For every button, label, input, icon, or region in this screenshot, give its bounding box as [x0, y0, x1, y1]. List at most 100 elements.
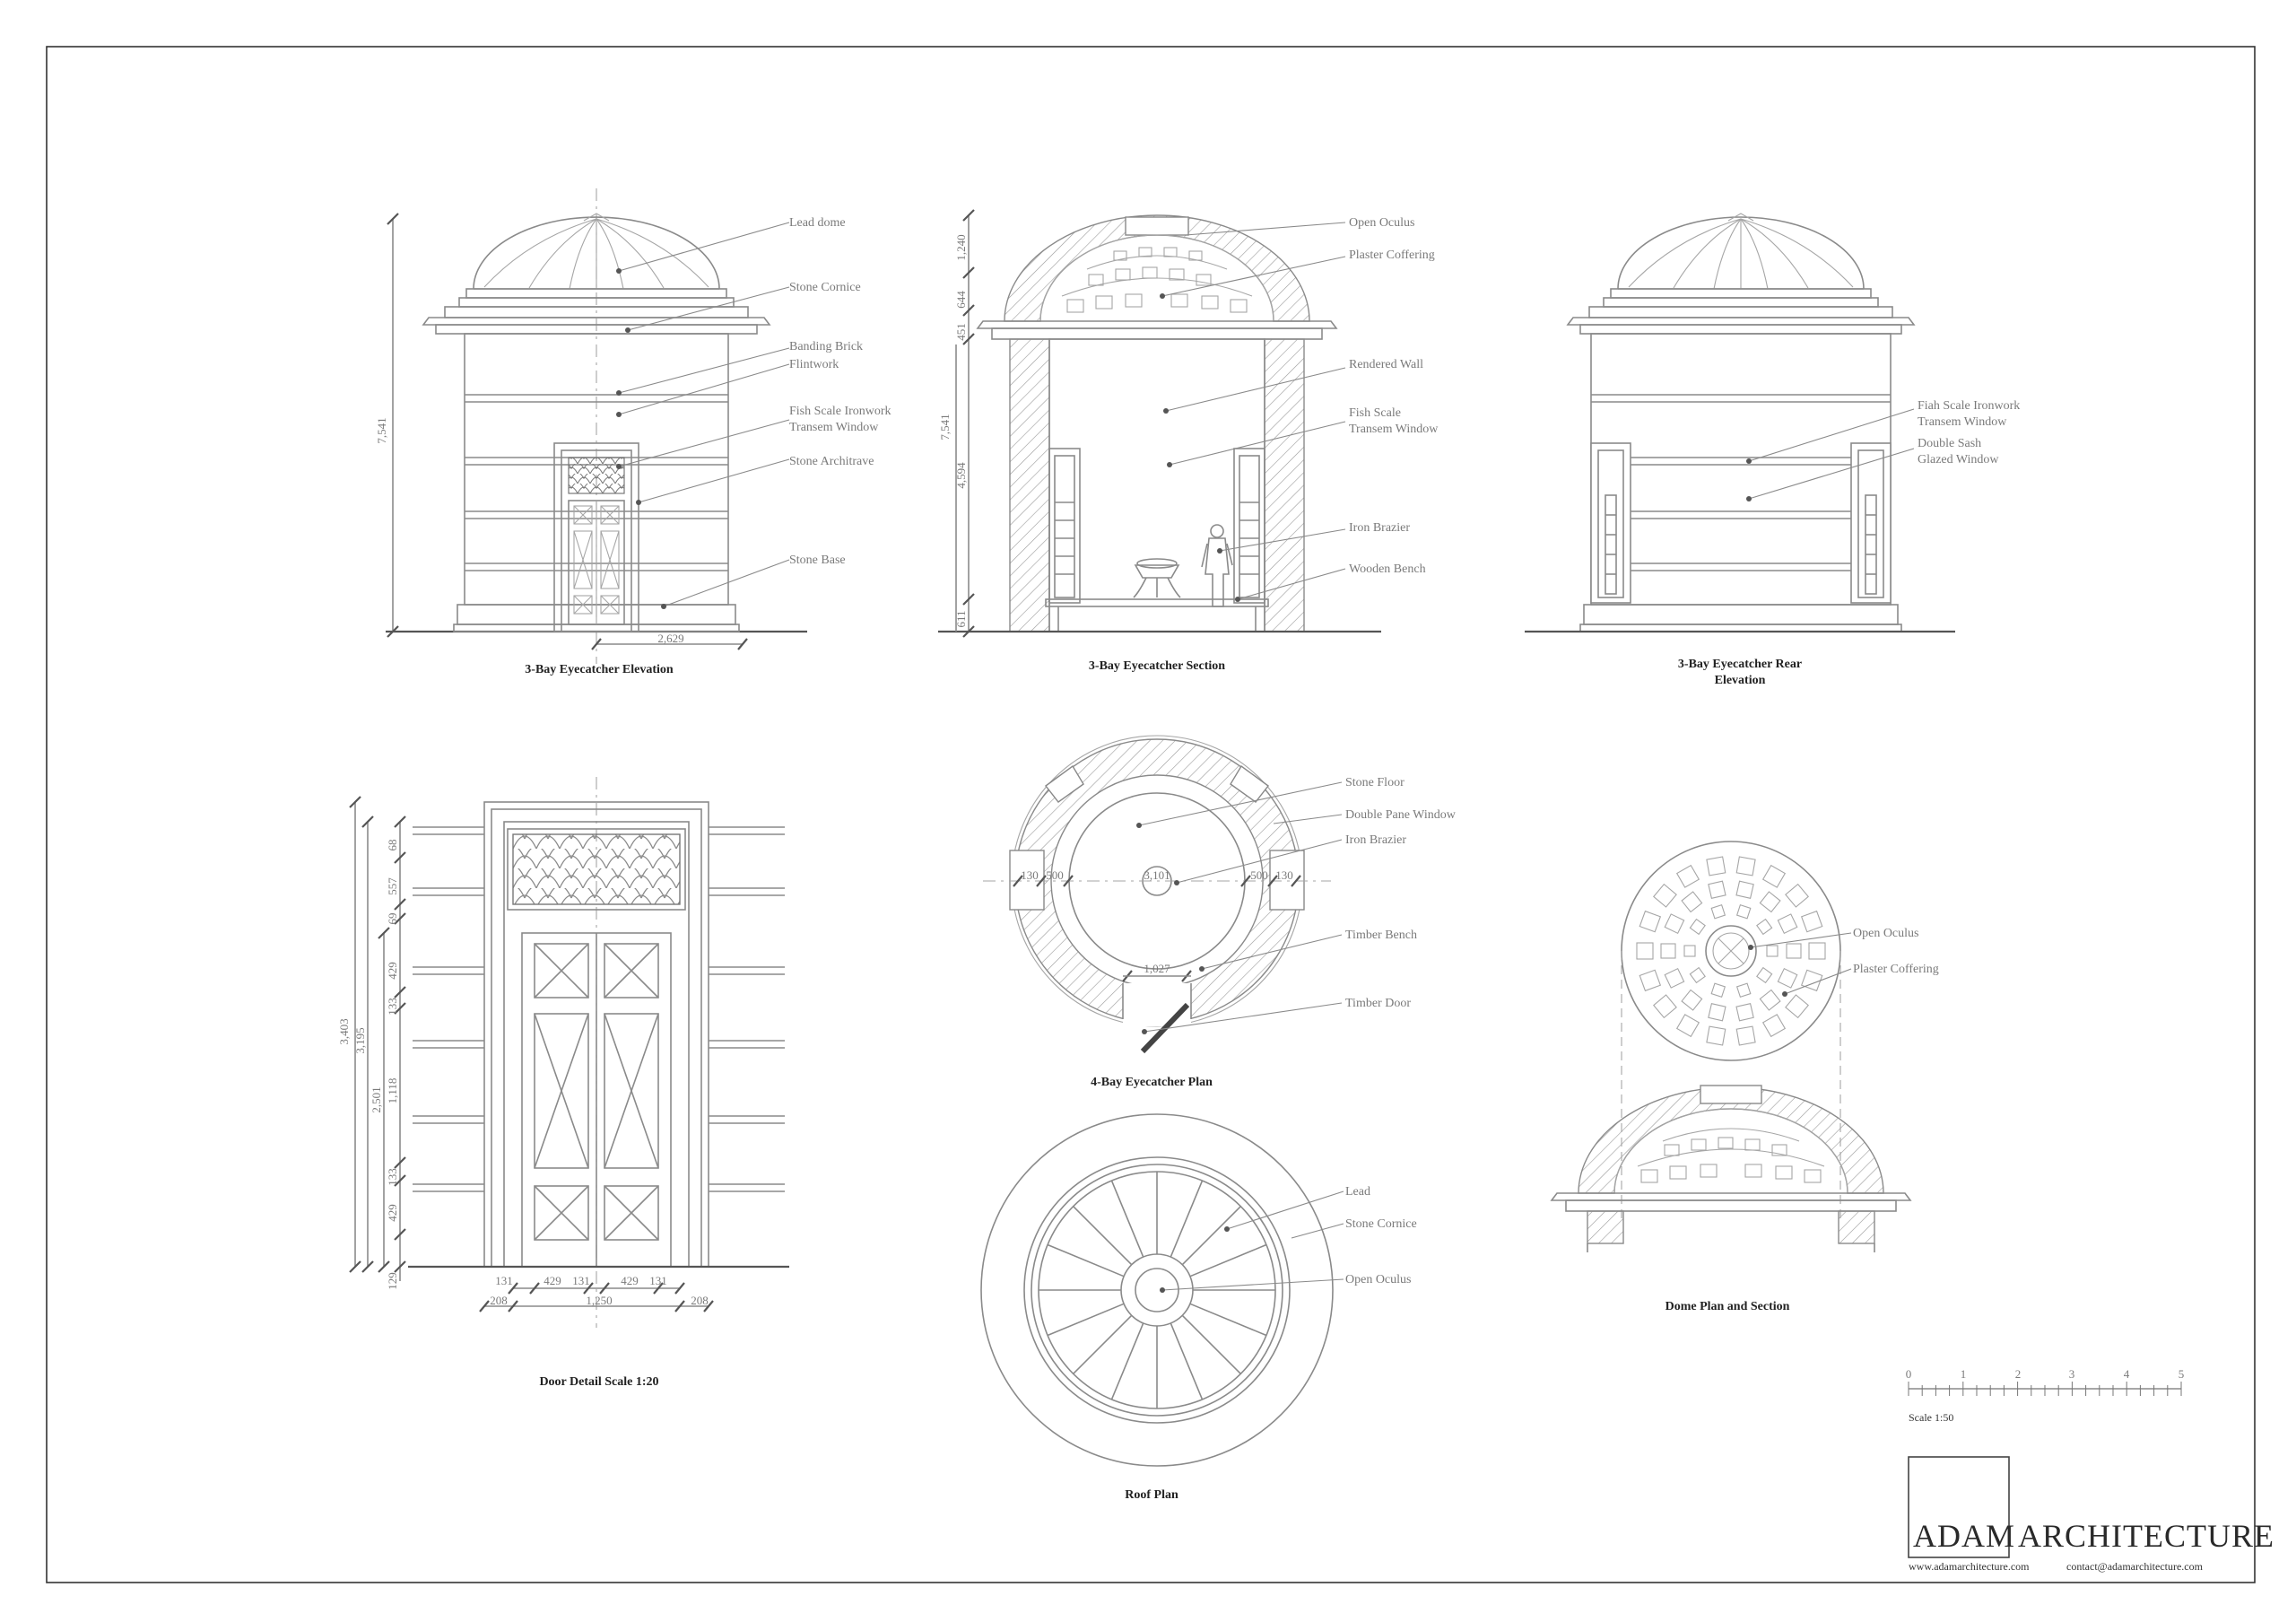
- dome-coffer: [1653, 883, 1677, 908]
- dome-coffer: [1706, 1025, 1726, 1046]
- door-dim-429b: 429: [386, 1204, 399, 1222]
- dome-coffer: [1800, 910, 1823, 933]
- website-text: www.adamarchitecture.com: [1909, 1560, 2030, 1573]
- section-drawing: 1,240 644 451 7,541 4,594 611 Open Oculu…: [938, 209, 1439, 673]
- logo-adam: ADAM: [1913, 1518, 2015, 1554]
- door-dim-3403: 3,403: [337, 1018, 351, 1044]
- title-block: ADAM ARCHITECTURE www.adamarchitecture.c…: [1908, 1456, 2274, 1573]
- door-dim-129: 129: [386, 1272, 399, 1290]
- door-dim-557: 557: [386, 877, 399, 895]
- dome-coffer: [1681, 891, 1703, 913]
- note-lead-dome: Lead dome: [789, 216, 846, 230]
- note-fiah-scale-ironwork: Fiah Scale Ironwork: [1918, 399, 2020, 413]
- section-dim-4594: 4,594: [954, 462, 968, 489]
- dome-coffer: [1785, 883, 1809, 908]
- dome-coffer: [1639, 969, 1662, 992]
- scale-bar: 0 1 2 3 4 5 Scale 1:50: [1906, 1367, 2185, 1424]
- dome-coffer: [1681, 989, 1703, 1011]
- dome-coffer: [1706, 856, 1726, 876]
- scale-tick-2: 2: [2015, 1367, 2022, 1381]
- note-banding-brick: Banding Brick: [789, 340, 863, 353]
- door-hdim-429b: 429: [621, 1274, 639, 1287]
- dome-coffer: [1636, 942, 1654, 960]
- roof-rib: [1181, 1314, 1241, 1374]
- note-stone-architrave: Stone Architrave: [789, 455, 874, 468]
- dome-coffer: [1735, 982, 1752, 998]
- caption-roof-plan: Roof Plan: [1125, 1488, 1178, 1502]
- scale-tick-4: 4: [2124, 1367, 2130, 1381]
- note-transem-window: Transem Window: [789, 421, 879, 434]
- note-stone-cornice: Stone Cornice: [789, 281, 861, 294]
- dome-drawing: Open Oculus Plaster Coffering Dome Plan …: [1550, 841, 1939, 1313]
- roof-rib: [1110, 1180, 1144, 1258]
- front-elevation-drawing: 7,541 2,629 Lead dome Stone Cornice Band…: [375, 188, 891, 676]
- front-width-dim: 2,629: [657, 632, 683, 645]
- dome-coffer: [1664, 967, 1685, 989]
- plan-dim-500b: 500: [1250, 868, 1268, 882]
- door-dim-1118: 1,118: [386, 1078, 399, 1104]
- scale-tick-0: 0: [1906, 1367, 1912, 1381]
- door-hdim-131c: 131: [649, 1274, 667, 1287]
- note-wooden-bench: Wooden Bench: [1349, 562, 1426, 576]
- dome-coffer: [1808, 942, 1826, 960]
- dome-coffer: [1785, 994, 1809, 1019]
- plan-drawing: 130 500 3,101 500 130 1,027 Stone Floor …: [983, 735, 1457, 1089]
- dome-coffer: [1735, 856, 1756, 876]
- roof-rib: [1047, 1243, 1125, 1278]
- caption-front-elevation: 3-Bay Eyecatcher Elevation: [525, 663, 674, 676]
- logo-architecture: ARCHITECTURE: [2018, 1518, 2274, 1554]
- note-plaster-coffering: Plaster Coffering: [1349, 249, 1435, 262]
- note-roof-open-oculus: Open Oculus: [1345, 1273, 1412, 1286]
- dome-coffer: [1653, 994, 1677, 1019]
- dome-coffer: [1777, 967, 1798, 989]
- contact-email: contact@adamarchitecture.com: [2066, 1560, 2204, 1573]
- front-height-dim: 7,541: [375, 417, 388, 443]
- door-detail-drawing: 3,403 3,195 2,501 68 557 69 429 133 1,11…: [337, 777, 789, 1389]
- dome-coffer: [1756, 966, 1773, 984]
- plan-dim-3101: 3,101: [1144, 868, 1170, 882]
- door-hdim-131b: 131: [572, 1274, 590, 1287]
- roof-plan-drawing: Lead Stone Cornice Open Oculus Roof Plan: [980, 1113, 1417, 1502]
- scale-tick-3: 3: [2069, 1367, 2075, 1381]
- door-hdim-1250: 1,250: [586, 1294, 612, 1307]
- door-hdim-208a: 208: [490, 1294, 508, 1307]
- door-dim-429a: 429: [386, 962, 399, 980]
- dome-coffer: [1766, 945, 1779, 957]
- dome-coffer: [1786, 943, 1802, 959]
- dome-coffer: [1689, 966, 1706, 984]
- sheet-border: [46, 46, 2256, 1583]
- note-fish-scale-ironwork: Fish Scale Ironwork: [789, 405, 891, 418]
- dome-coffer: [1708, 1003, 1726, 1022]
- scale-tick-1: 1: [1961, 1367, 1967, 1381]
- roof-rib: [1110, 1322, 1144, 1400]
- note-iron-brazier: Iron Brazier: [1349, 521, 1410, 535]
- caption-rear-elevation-line1: 3-Bay Eyecatcher Rear: [1678, 658, 1802, 671]
- note-dome-plaster-coffering: Plaster Coffering: [1853, 963, 1939, 976]
- dome-coffer: [1675, 1014, 1700, 1038]
- dome-coffer: [1735, 1003, 1754, 1022]
- note-dome-open-oculus: Open Oculus: [1853, 927, 1919, 940]
- note-rendered-wall: Rendered Wall: [1349, 358, 1423, 371]
- dome-coffer: [1735, 1025, 1756, 1046]
- dome-coffer: [1710, 982, 1726, 998]
- roof-rib: [1047, 1303, 1125, 1337]
- caption-plan: 4-Bay Eyecatcher Plan: [1091, 1076, 1213, 1089]
- door-dim-69: 69: [386, 913, 399, 925]
- door-dim-133a: 133: [386, 998, 399, 1016]
- caption-rear-elevation-line2: Elevation: [1715, 674, 1766, 687]
- plan-dim-130a: 130: [1021, 868, 1039, 882]
- rear-elevation-drawing: Fiah Scale Ironwork Transem Window Doubl…: [1525, 213, 2020, 687]
- dome-coffer: [1800, 969, 1823, 992]
- dome-coffer: [1675, 864, 1700, 888]
- door-dim-3195: 3,195: [353, 1027, 367, 1053]
- section-dim-7541: 7,541: [938, 414, 952, 440]
- plan-dim-500a: 500: [1046, 868, 1064, 882]
- door-dim-133b: 133: [386, 1168, 399, 1186]
- caption-section: 3-Bay Eyecatcher Section: [1089, 659, 1225, 673]
- section-dim-644: 644: [954, 291, 968, 309]
- dome-coffer: [1710, 903, 1726, 920]
- dome-coffer: [1660, 943, 1676, 959]
- door-dim-2501: 2,501: [370, 1086, 383, 1112]
- note-transem-window-rear: Transem Window: [1918, 415, 2007, 429]
- plan-dim-130b: 130: [1275, 868, 1293, 882]
